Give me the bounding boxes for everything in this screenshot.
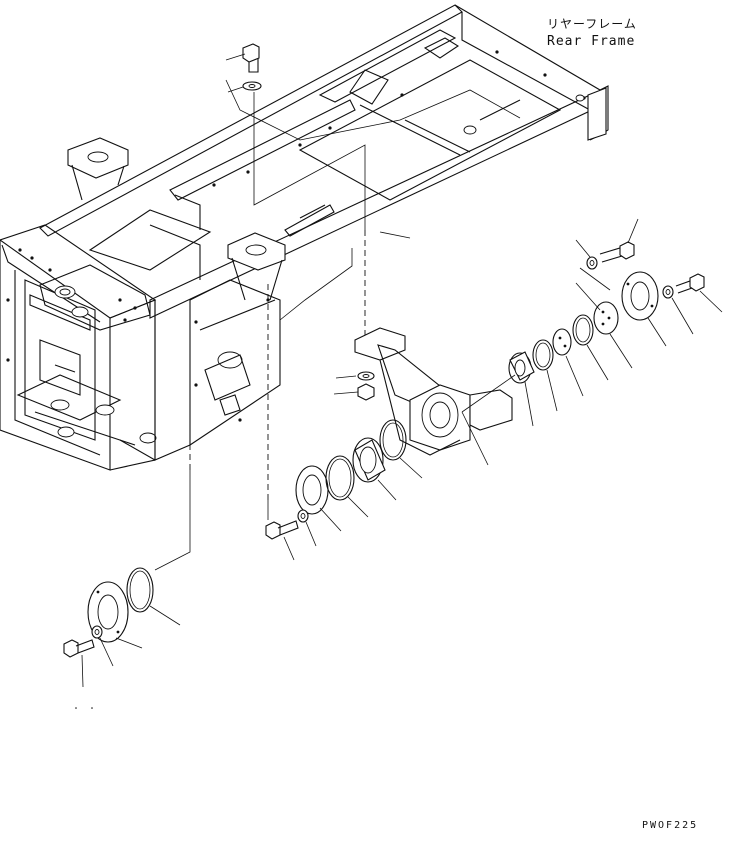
right-washer [575,239,598,270]
right-cover [621,271,667,347]
center-washer [297,509,317,547]
assembly-guide-lines [154,79,611,571]
title-english: Rear Frame [547,34,636,49]
right-bolt-2 [675,273,723,313]
right-bolt [599,218,639,263]
lower-nut [333,383,375,401]
right-oring [532,339,558,412]
right-shim-small [552,328,584,397]
center-seal [379,419,423,479]
lower-washer [335,371,375,381]
top-washer [227,81,262,140]
center-bolt [265,520,299,561]
drawing-code: PWOF225 [642,820,699,831]
right-washer-2 [662,285,694,335]
right-seal [572,314,609,381]
title-japanese: リヤーフレーム [547,17,637,31]
rear-frame [0,4,609,471]
top-bolt [225,43,260,73]
support-bracket [354,327,513,466]
left-washer [91,625,114,667]
center-bushing [352,437,397,501]
center-oring [325,455,369,518]
left-oring [126,567,181,626]
right-bushing [508,351,535,427]
left-bolt [63,639,95,688]
